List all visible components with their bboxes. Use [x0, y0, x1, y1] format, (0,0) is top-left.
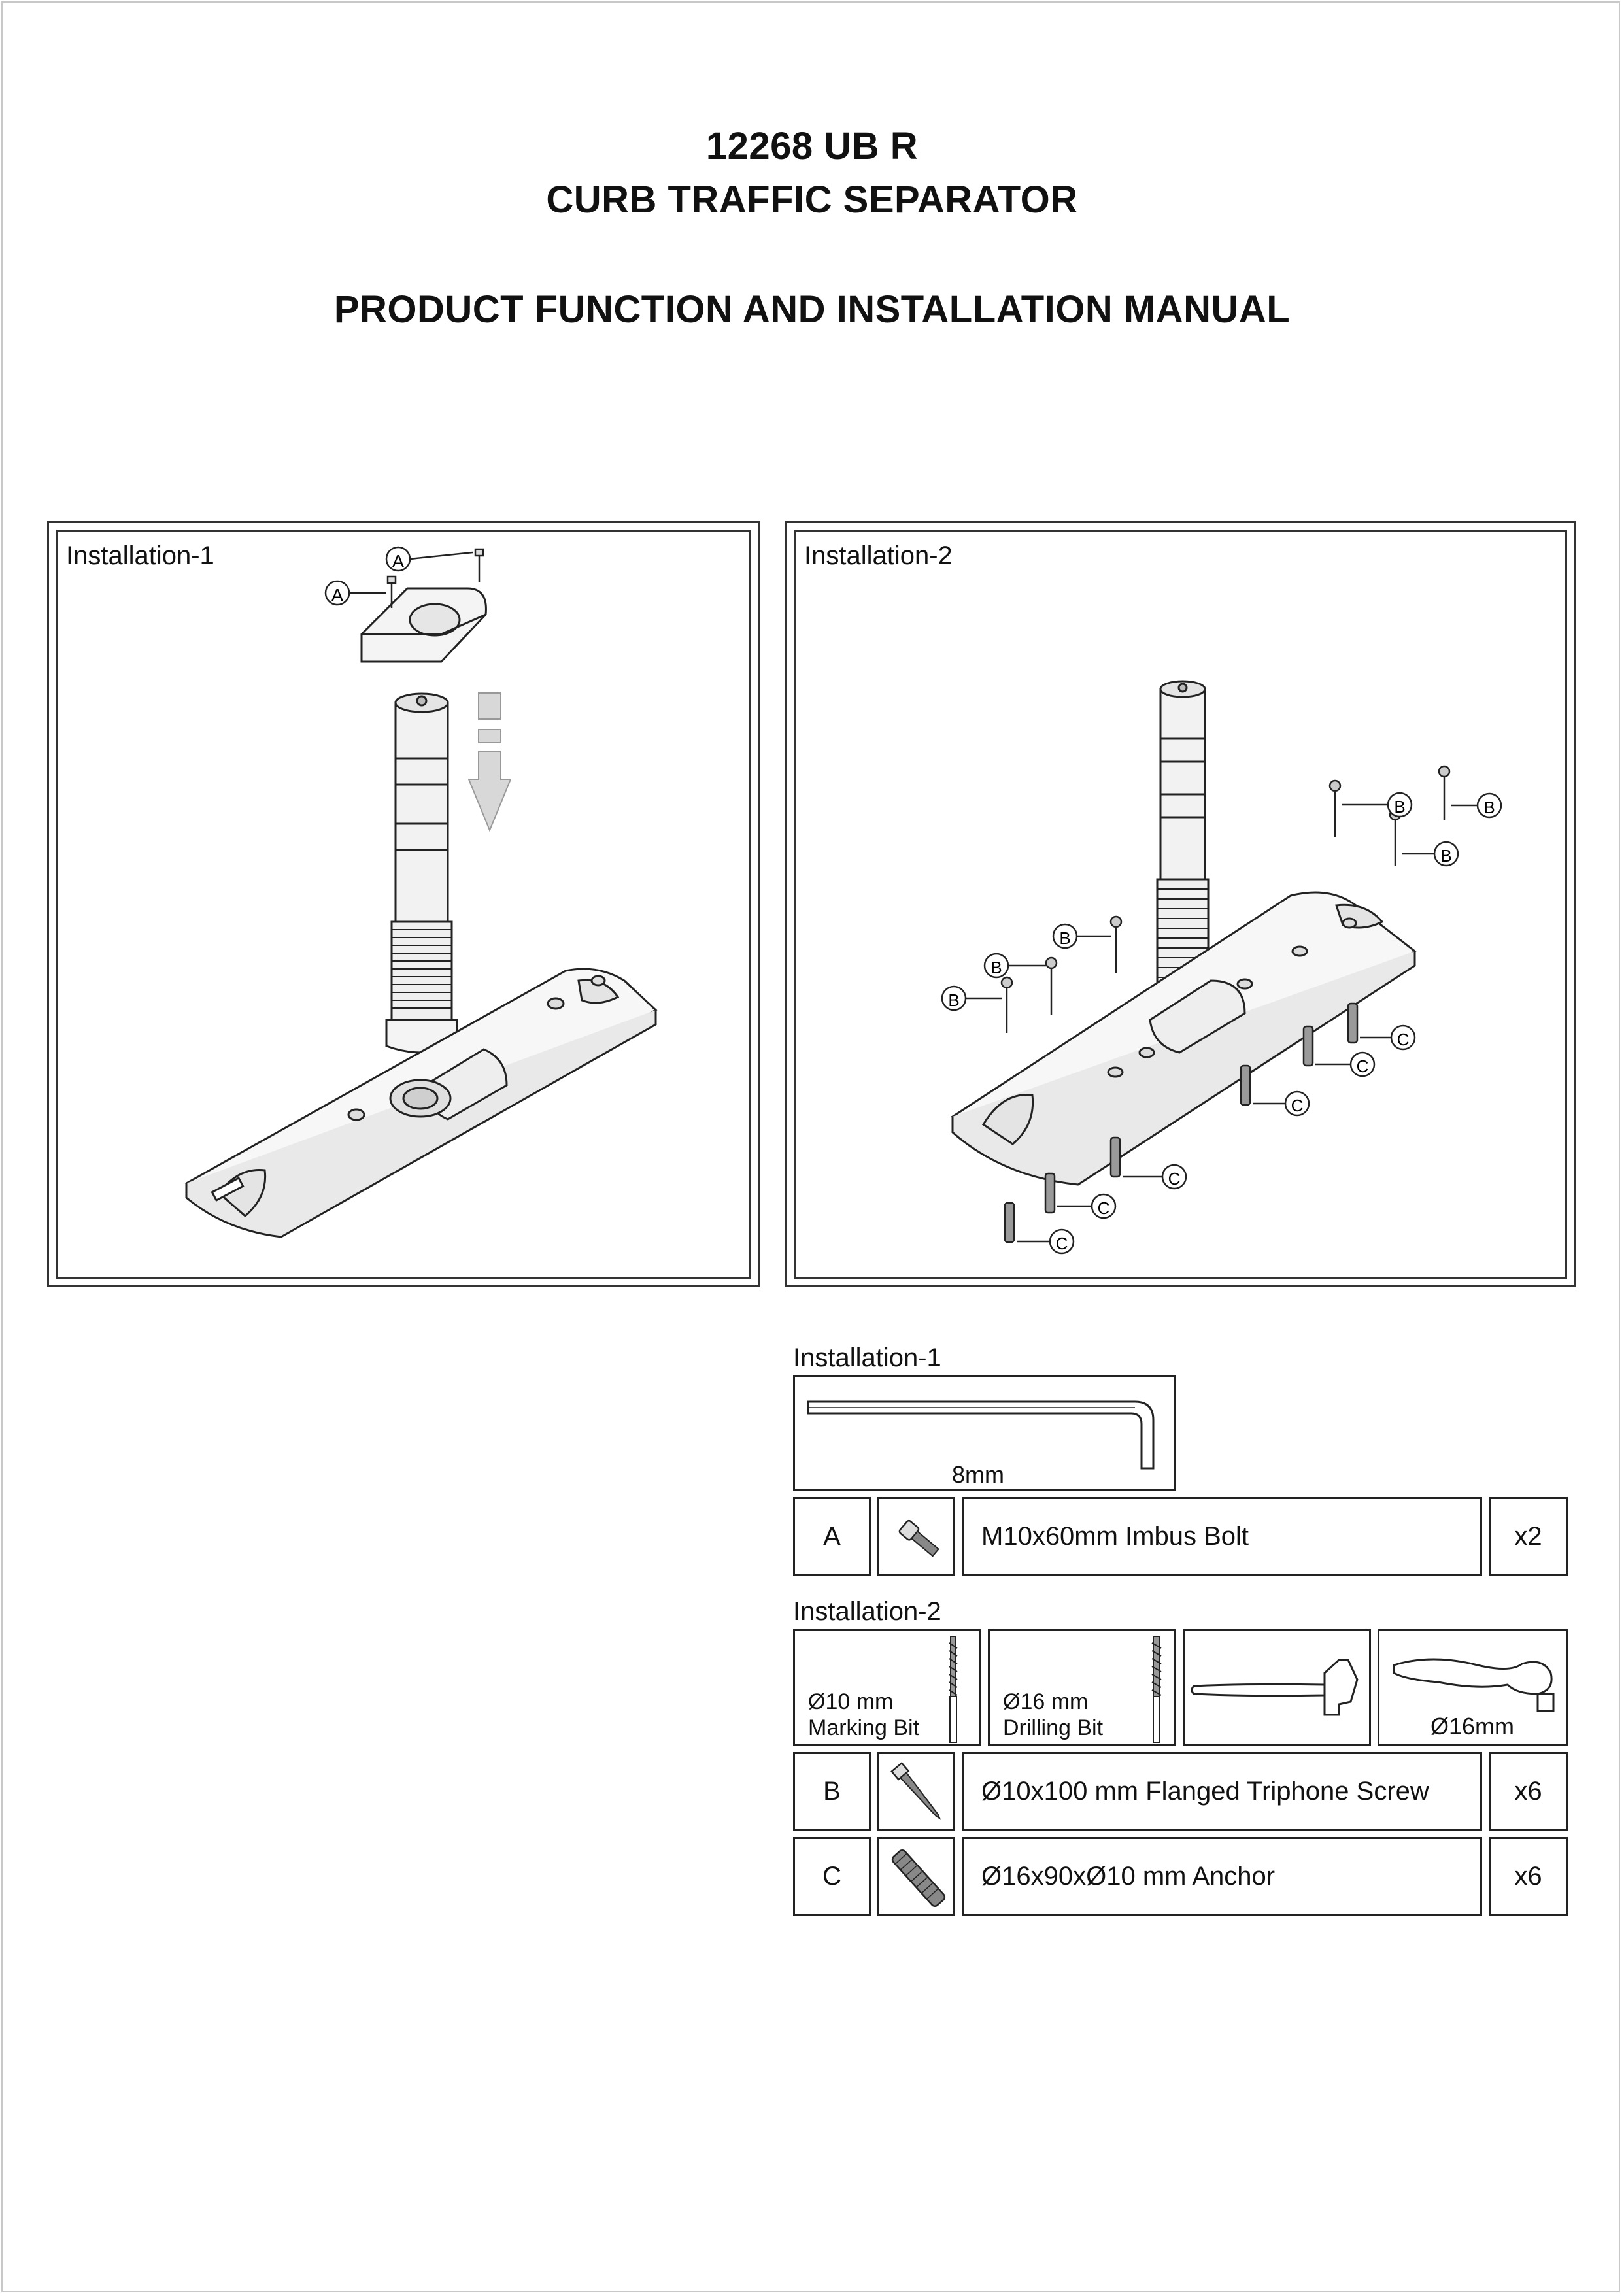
allen-key-tool-cell: 8mm [793, 1375, 1176, 1491]
ratchet-wrench-tool-cell: Ø16mm [1378, 1629, 1568, 1746]
installation-1-panel-inner [56, 530, 751, 1279]
manual-title: PRODUCT FUNCTION AND INSTALLATION MANUAL [333, 288, 1291, 331]
ratchet-wrench-icon [1393, 1658, 1555, 1712]
part-b-letter: B [793, 1752, 871, 1831]
allen-key-size: 8mm [952, 1461, 1004, 1488]
callout-b-label: B [1483, 798, 1495, 817]
part-c-icon-cell [877, 1837, 955, 1916]
anchor-icon [891, 1849, 946, 1907]
callout-c-label: C [1397, 1030, 1410, 1049]
bollard-post [394, 692, 449, 923]
drilling-bit-name: Drilling Bit [1003, 1715, 1104, 1740]
callout-a-label: A [331, 585, 344, 605]
callout-c-label: C [1168, 1169, 1181, 1189]
marking-bit-name: Marking Bit [808, 1715, 920, 1740]
hammer-tool-cell [1183, 1629, 1371, 1746]
bollard-spring [385, 920, 458, 1054]
installation-2-panel-inner [794, 530, 1567, 1279]
callout-c [1017, 1024, 1416, 1255]
imbus-bolt-icon [898, 1519, 939, 1557]
callout-c-label: C [1291, 1096, 1304, 1115]
part-b-icon-cell [877, 1752, 955, 1831]
drilling-bit-tool-cell: Ø16 mm Drilling Bit [988, 1629, 1176, 1746]
drill-bit-icon [1151, 1636, 1162, 1743]
marking-bit-tool-cell: Ø10 mm Marking Bit [793, 1629, 981, 1746]
callout-a [324, 546, 473, 606]
callout-c-label: C [1357, 1056, 1369, 1076]
triphone-screw-icon [890, 1761, 941, 1820]
installation-1-diagram: A A [184, 546, 658, 1238]
installation-2-label: Installation-2 [804, 541, 953, 570]
model-number: 12268 UB R [705, 125, 919, 167]
callout-a-label: A [392, 551, 405, 571]
part-b-quantity: x6 [1489, 1752, 1568, 1831]
callout-b [941, 792, 1502, 1011]
drill-bit-icon [949, 1636, 958, 1743]
part-c-quantity: x6 [1489, 1837, 1568, 1916]
hammer-icon [1191, 1659, 1359, 1716]
ratchet-socket-size: Ø16mm [1430, 1713, 1515, 1740]
part-c-description: Ø16x90xØ10 mm Anchor [962, 1837, 1482, 1916]
installation-2-diagram: B B B B B B C C C C C C [941, 680, 1502, 1255]
callout-b-label: B [948, 990, 959, 1010]
part-a-letter: A [793, 1497, 871, 1576]
anchor-icon [1004, 1002, 1359, 1243]
callout-b-label: B [1394, 797, 1405, 817]
parts-installation-1-label: Installation-1 [793, 1343, 941, 1372]
callout-b-label: B [1059, 928, 1070, 948]
curb-base [951, 891, 1417, 1186]
part-a-description: M10x60mm Imbus Bolt [962, 1497, 1482, 1576]
product-name: CURB TRAFFIC SEPARATOR [546, 178, 1078, 221]
cap-piece [360, 587, 487, 663]
down-arrow-icon [467, 692, 512, 832]
callout-b-label: B [990, 958, 1002, 977]
curb-base [184, 968, 658, 1238]
imbus-bolt-icon [386, 548, 484, 608]
parts-installation-2-label: Installation-2 [793, 1597, 941, 1626]
marking-bit-size: Ø10 mm [808, 1689, 894, 1714]
part-c-letter: C [793, 1837, 871, 1916]
callout-c-label: C [1056, 1234, 1068, 1253]
part-b-description: Ø10x100 mm Flanged Triphone Screw [962, 1752, 1482, 1831]
part-a-quantity: x2 [1489, 1497, 1568, 1576]
drilling-bit-size: Ø16 mm [1003, 1689, 1089, 1714]
installation-2-panel: Installation-2 [785, 521, 1576, 1287]
allen-key-icon [807, 1400, 1155, 1470]
installation-1-panel: Installation-1 A A [47, 521, 760, 1287]
callout-b-label: B [1440, 846, 1451, 866]
callout-c-label: C [1098, 1198, 1110, 1218]
installation-1-label: Installation-1 [66, 541, 214, 570]
part-a-icon-cell [877, 1497, 955, 1576]
